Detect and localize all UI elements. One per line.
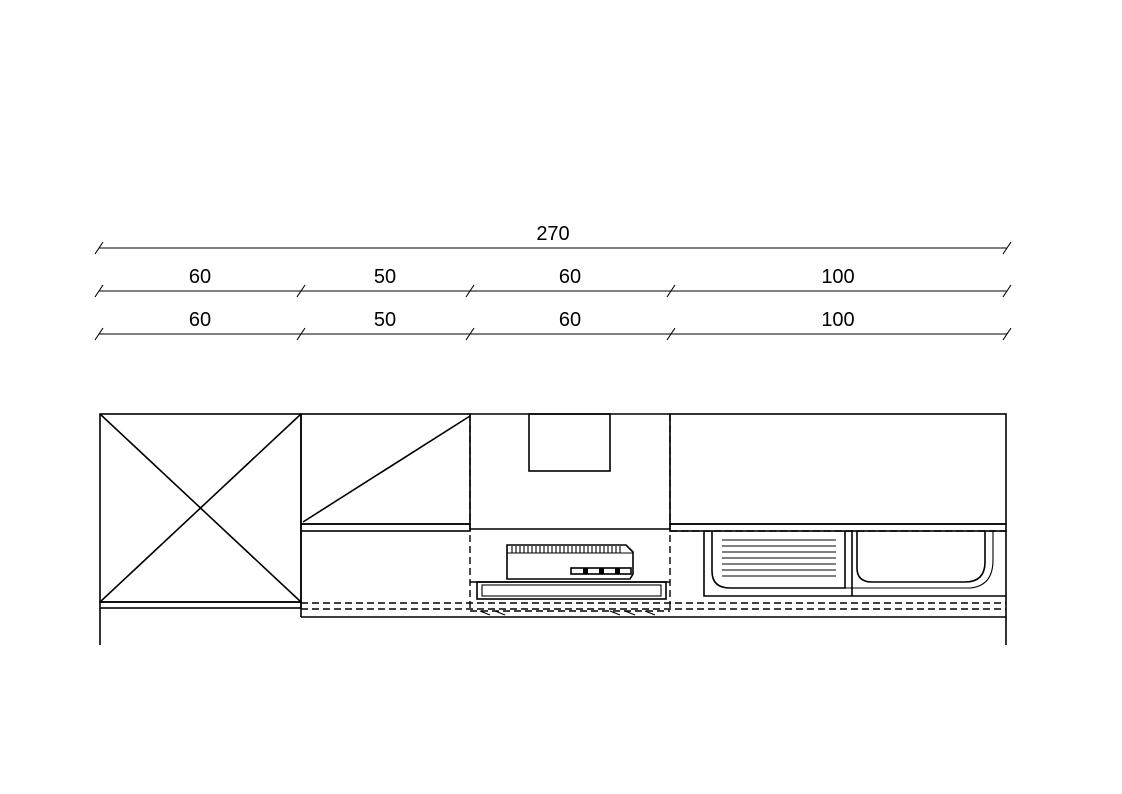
dimension-row1-segment-3: 60 (559, 266, 581, 288)
extractor-hood (528, 413, 611, 472)
dimension-row2-segment-3: 60 (559, 309, 581, 331)
dimension-row1-segment-4: 100 (821, 266, 854, 288)
dimension-total-label: 270 (536, 223, 569, 245)
dimension-row-2: 60 50 60 100 (94, 309, 1012, 341)
cabinet-wall-2 (300, 413, 471, 617)
dimension-row2-segment-1: 60 (189, 309, 211, 331)
dimension-row1-segment-2: 50 (374, 266, 396, 288)
cooktop-hood-unit (469, 413, 671, 616)
dimension-row2-segment-2: 50 (374, 309, 396, 331)
cooktop-appliance (506, 544, 634, 580)
control-knob-icon (615, 568, 620, 574)
dimension-total: 270 (94, 223, 1012, 255)
control-knob-icon (583, 568, 588, 574)
drainboard-ribs (722, 539, 836, 577)
dimension-row1-segment-1: 60 (189, 266, 211, 288)
dimension-row-1: 60 50 60 100 (94, 266, 1012, 298)
cabinet-wall-sink (669, 413, 1007, 645)
double-sink (703, 531, 1006, 597)
cabinet-tall-left (99, 413, 302, 645)
dimension-row2-segment-4: 100 (821, 309, 854, 331)
control-knob-icon (599, 568, 604, 574)
oven-front (476, 581, 667, 600)
worktop-plinth (301, 602, 1006, 618)
cooktop-grille-lines (511, 546, 621, 553)
